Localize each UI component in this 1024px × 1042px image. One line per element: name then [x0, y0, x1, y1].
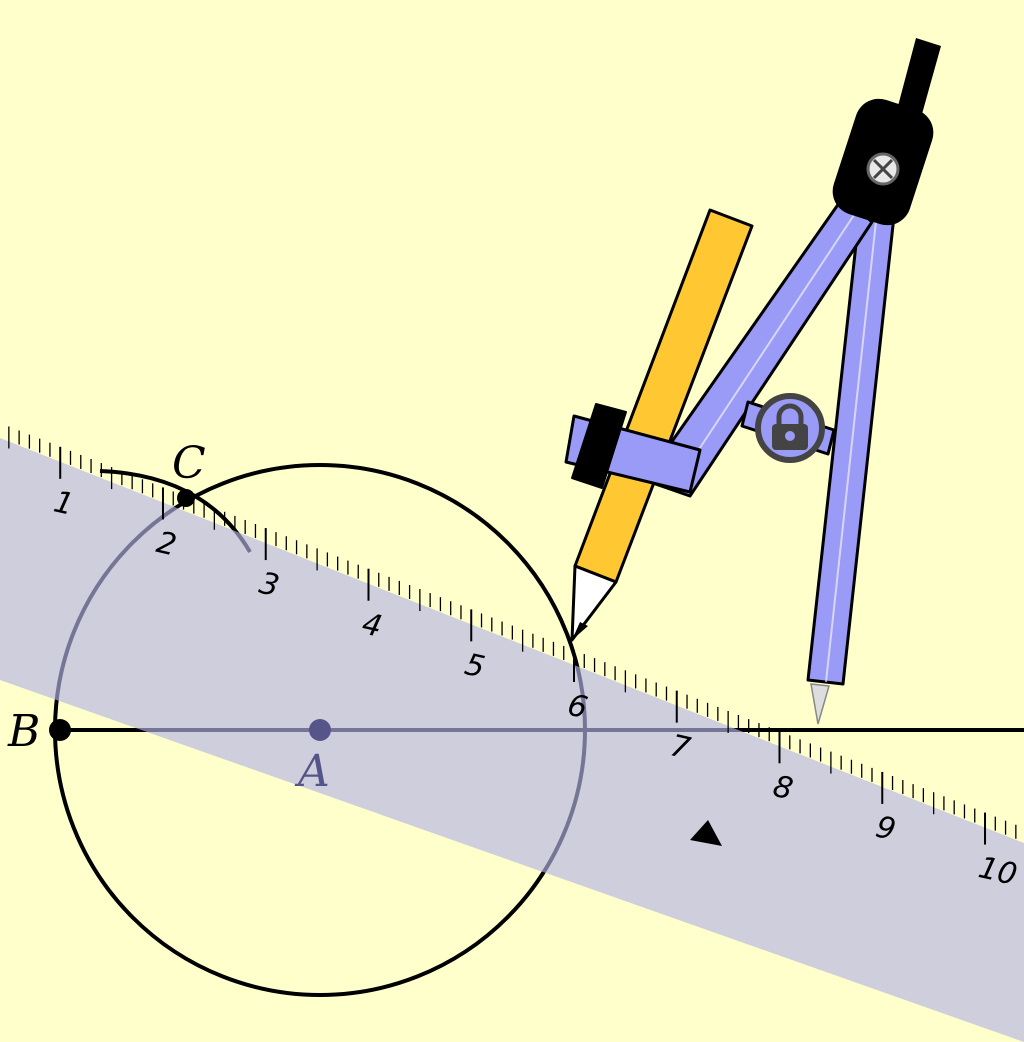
- compass-needle-tip[interactable]: [810, 683, 830, 725]
- compass-needle-leg-line: [825, 211, 878, 683]
- point-a-label: A: [294, 746, 330, 797]
- point-c[interactable]: [177, 489, 195, 507]
- point-c-label: C: [172, 438, 206, 489]
- clamp-screw[interactable]: [571, 403, 627, 489]
- point-a[interactable]: [309, 719, 331, 741]
- compass-arm-line: [679, 208, 859, 479]
- point-b-label: B: [7, 706, 40, 757]
- ruler-ticks: [8, 426, 1017, 845]
- ruler-number: 10: [975, 850, 1020, 893]
- ruler-body[interactable]: [0, 438, 1024, 1042]
- lock-icon[interactable]: [755, 393, 825, 463]
- pencil-tip[interactable]: [570, 564, 618, 642]
- pencil[interactable]: [570, 208, 754, 642]
- compass[interactable]: [564, 38, 941, 725]
- compass-handle[interactable]: [898, 38, 941, 114]
- point-b[interactable]: [49, 719, 71, 741]
- play-triangle-icon[interactable]: [690, 820, 722, 846]
- screw-icon: [866, 152, 900, 186]
- pencil-lead: [572, 622, 588, 640]
